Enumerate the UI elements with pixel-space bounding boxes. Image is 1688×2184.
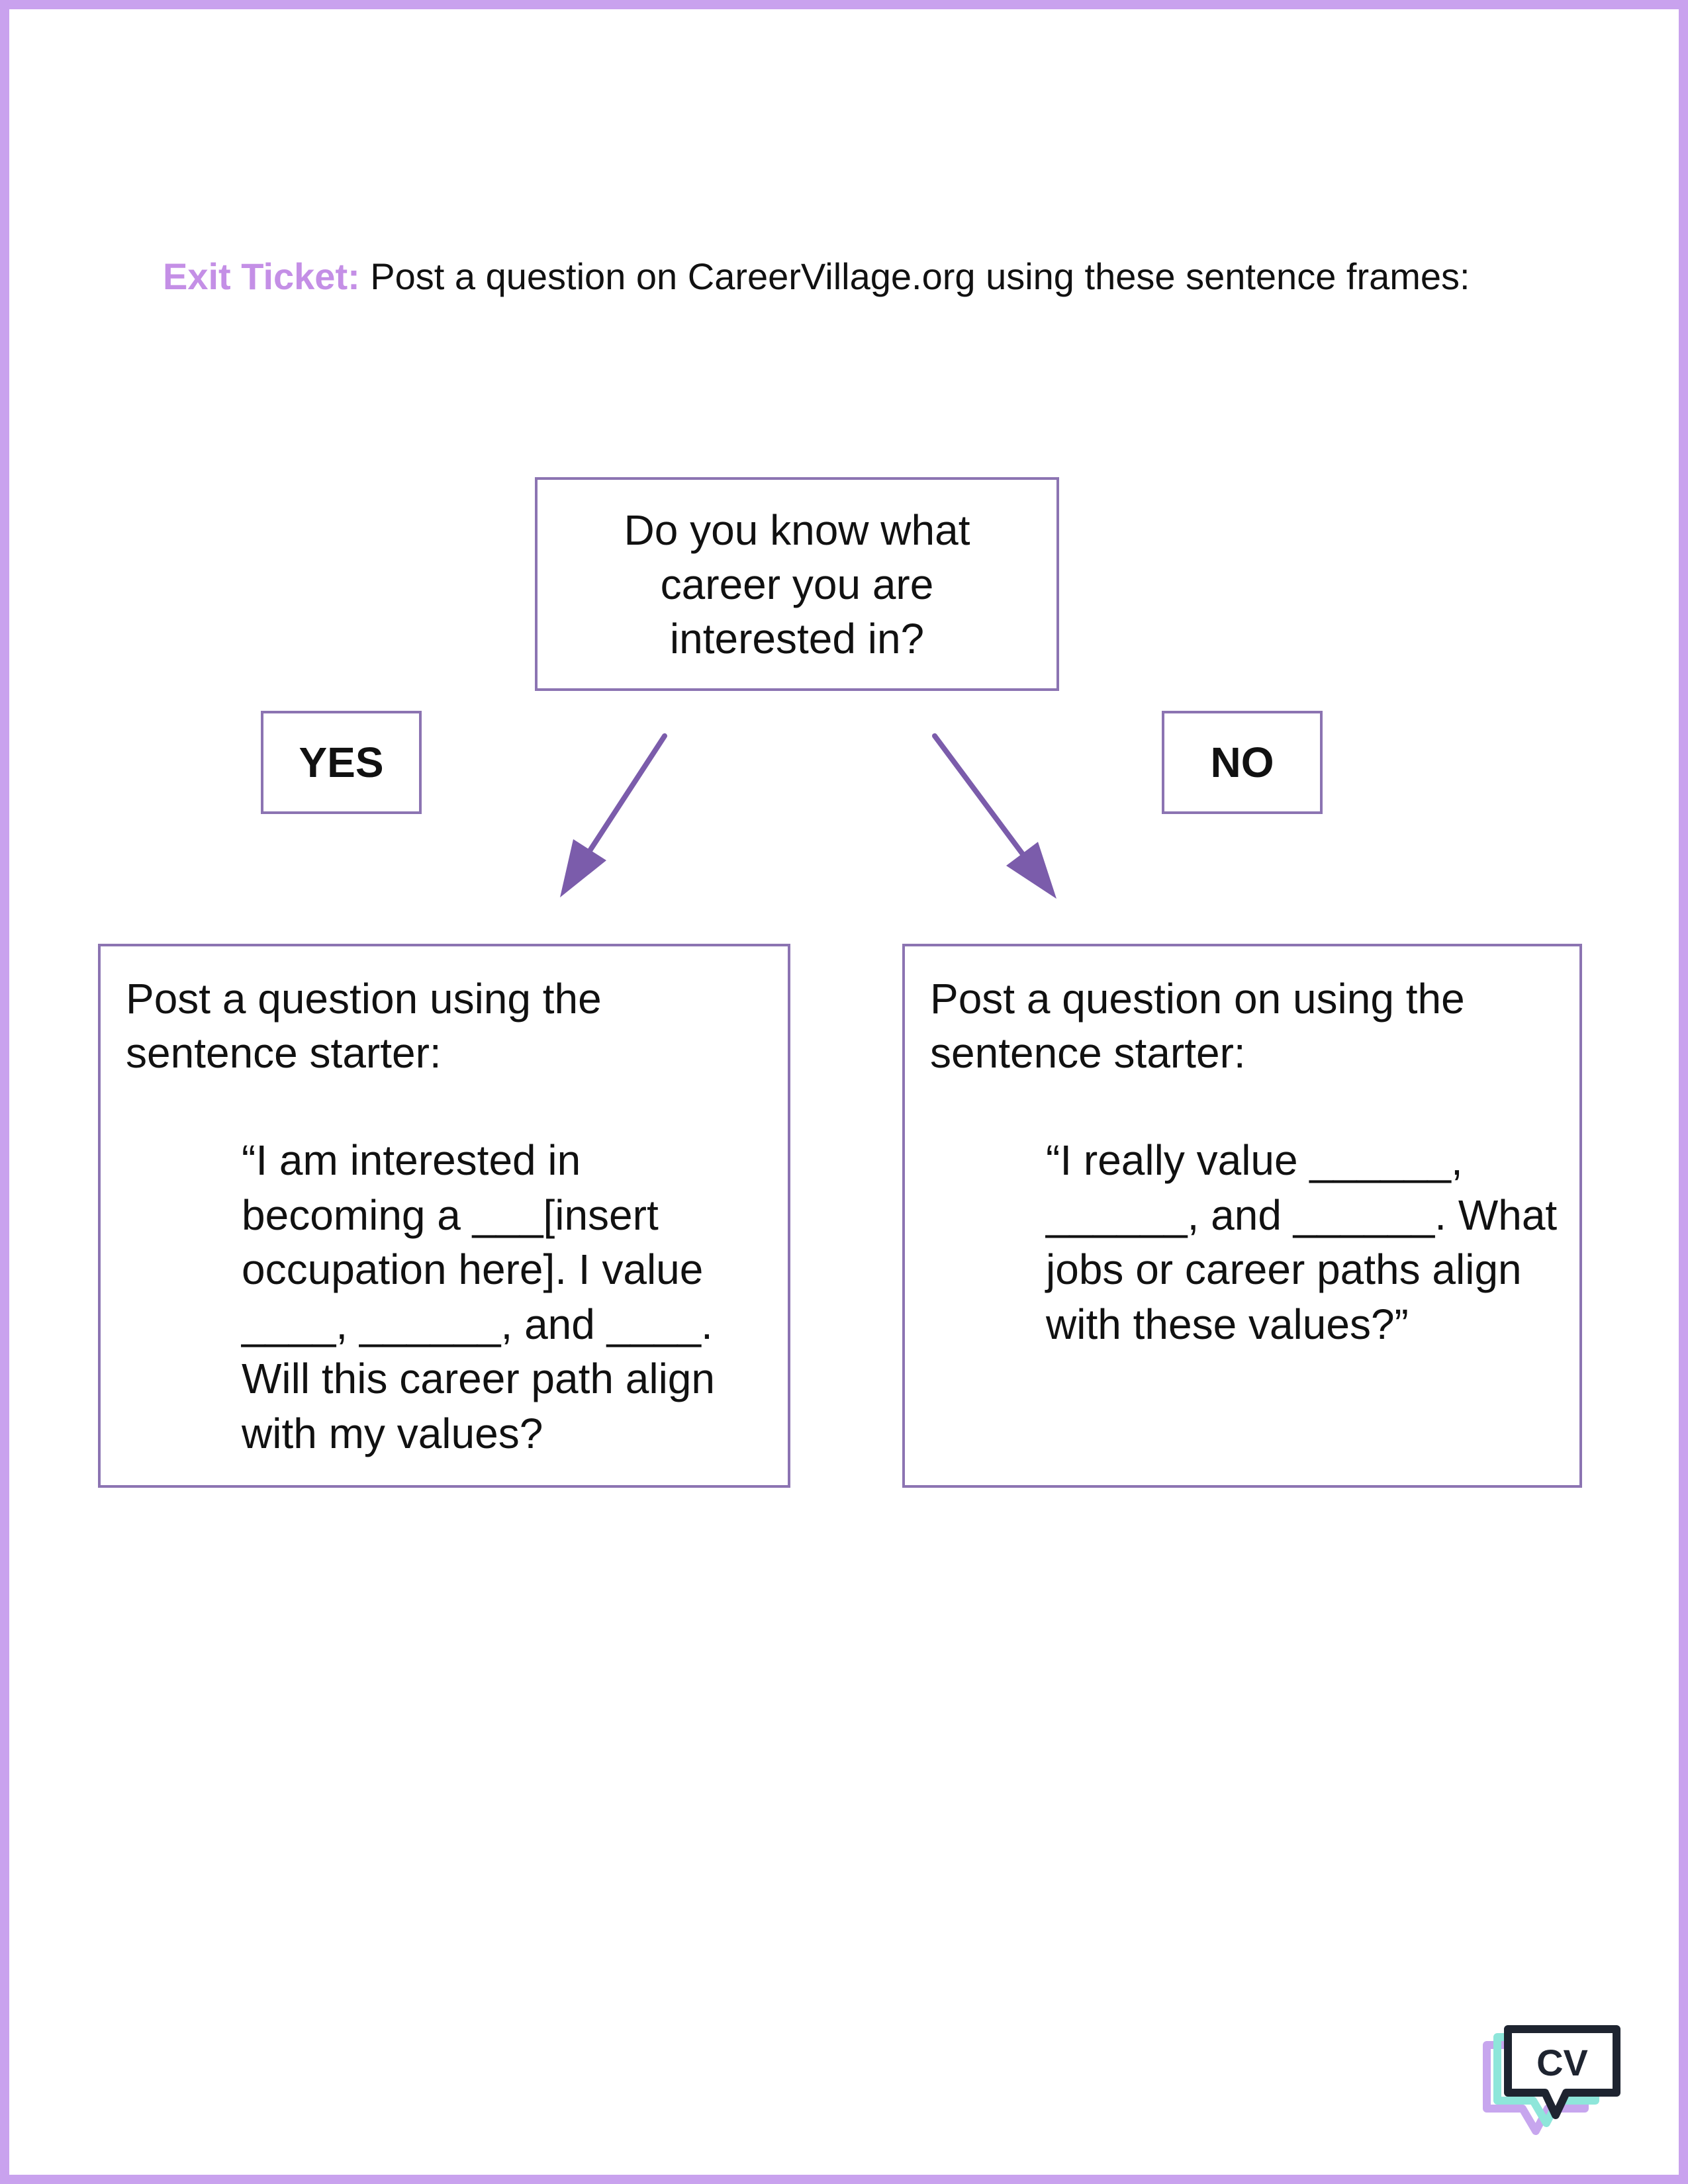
exit-ticket-text: Post a question on CareerVillage.org usi… [359, 255, 1470, 297]
yes-frame-intro: Post a question using the sentence start… [126, 975, 602, 1077]
no-frame-intro: Post a question on using the sentence st… [930, 975, 1465, 1077]
career-question-box: Do you know what career you are interest… [535, 477, 1059, 691]
yes-label-box: YES [261, 711, 422, 814]
career-question-text: Do you know what career you are interest… [624, 506, 970, 662]
yes-sentence-frame-box: Post a question using the sentence start… [98, 944, 790, 1488]
yes-label: YES [299, 739, 384, 786]
no-sentence-frame-box: Post a question on using the sentence st… [902, 944, 1582, 1488]
no-label: NO [1210, 739, 1274, 786]
exit-ticket-label: Exit Ticket: [163, 255, 360, 297]
yes-frame-sentence: “I am interested in becoming a ___[inser… [242, 1136, 715, 1457]
no-label-box: NO [1162, 711, 1323, 814]
yes-arrow-icon [560, 733, 667, 897]
careervillage-logo-icon: CV [1483, 2025, 1620, 2135]
no-arrow-icon [932, 733, 1056, 899]
exit-ticket-instruction: Exit Ticket: Post a question on CareerVi… [163, 250, 1470, 303]
no-frame-sentence: “I really value ______, ______, and ____… [1046, 1136, 1558, 1348]
logo-text: CV [1536, 2042, 1588, 2083]
